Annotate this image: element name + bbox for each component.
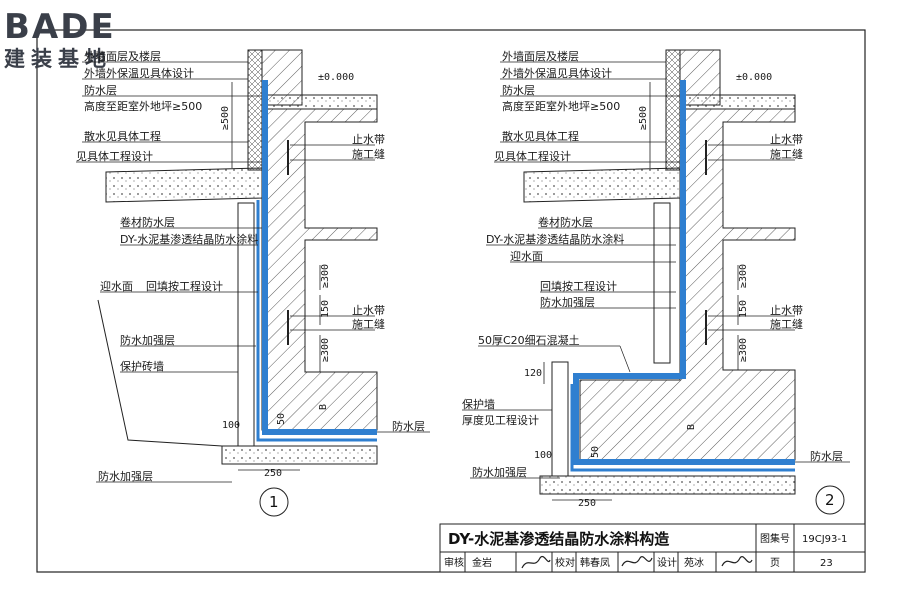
- d2-dim-150: 150: [738, 300, 749, 318]
- d2-label-facade: 外墙面层及楼层: [502, 49, 579, 63]
- d1-insulation: [247, 49, 263, 171]
- detail-1: 外墙面层及楼层 外墙外保温见具体设计 防水层 高度至距室外地坪≥500 散水见具…: [76, 49, 430, 517]
- d2-label-waterproof: 防水层: [502, 83, 535, 97]
- d1-label-waterstop-2: 止水带: [352, 304, 385, 317]
- d1-label-height: 高度至距室外地坪≥500: [84, 99, 202, 113]
- d1-label-joint-2: 施工缝: [352, 317, 385, 331]
- d2-reinforce-layer: [570, 384, 795, 472]
- d1-label-project: 见具体工程设计: [76, 149, 153, 163]
- d2-label-membrane: 卷材防水层: [538, 215, 593, 229]
- d1-label-insulation: 外墙外保温见具体设计: [84, 66, 194, 80]
- d1-label-backfill: 回填按工程设计: [146, 279, 223, 293]
- title-block-review-label: 审核: [444, 556, 464, 569]
- d2-upper-brick: [653, 202, 671, 364]
- d2-waterproof-layer: [573, 80, 795, 465]
- d2-label-apron: 散水见具体工程: [502, 129, 579, 143]
- d2-base-slab: [539, 475, 796, 495]
- d2-dim-100: 100: [534, 450, 552, 461]
- proof-signature: [621, 556, 653, 567]
- title-block-design-name: 苑冰: [684, 556, 704, 569]
- bade-logo: BADE 建装基地: [4, 7, 116, 71]
- d1-dim-250: 250: [264, 468, 282, 479]
- d2-number-circle: [815, 485, 845, 515]
- d2-label-backfill: 回填按工程设计: [540, 279, 617, 293]
- d1-dim-100: 100: [222, 420, 240, 431]
- d2-label-water-face: 迎水面: [510, 250, 543, 263]
- d1-label-facade: 外墙面层及楼层: [84, 49, 161, 63]
- d2-number: 2: [825, 491, 835, 509]
- d1-label-reinforce: 防水加强层: [120, 333, 175, 347]
- title-block-page-no: 23: [820, 558, 833, 569]
- d2-label-insulation: 外墙外保温见具体设计: [502, 66, 612, 80]
- d1-brick-wall: [237, 202, 255, 447]
- d1-reinforce-layer: [256, 200, 377, 442]
- d2-dim-elev: ±0.000: [736, 72, 772, 83]
- d1-label-waterstop-1: 止水带: [352, 133, 385, 146]
- d1-label-waterproof-bottom: 防水层: [392, 419, 425, 433]
- d1-base-slab: [221, 445, 378, 465]
- d1-label-dy-coating: DY-水泥基渗透结晶防水涂料: [120, 232, 258, 246]
- d1-floor-slab: [261, 94, 378, 110]
- d1-dim-300b: ≥300: [320, 338, 331, 362]
- title-block-title: DY-水泥基渗透结晶防水涂料构造: [448, 530, 669, 548]
- d1-dim-500: ≥500: [220, 106, 231, 130]
- title-block-design-label: 设计: [657, 556, 677, 569]
- d2-insulation: [665, 49, 681, 171]
- d2-dim-50: 50: [590, 446, 601, 458]
- title-block-proof-name: 韩春凤: [580, 556, 610, 569]
- logo-subtitle: 建装基地: [4, 47, 112, 71]
- d1-label-brick: 保护砖墙: [120, 359, 164, 373]
- d1-dim-b: B: [318, 404, 329, 410]
- d2-basement-wall: [579, 108, 796, 461]
- d2-dim-300b: ≥300: [738, 338, 749, 362]
- d2-label-height: 高度至距室外地坪≥500: [502, 99, 620, 113]
- design-signature: [721, 556, 753, 567]
- d2-label-reinforce-bottom: 防水加强层: [472, 465, 527, 479]
- d1-dim-50: 50: [276, 413, 287, 425]
- d2-dim-300a: ≥300: [738, 264, 749, 288]
- d2-floor-slab: [679, 94, 796, 110]
- d1-label-water-face: 迎水面: [100, 280, 133, 293]
- d1-label-waterproof: 防水层: [84, 83, 117, 97]
- d1-label-reinforce-bottom: 防水加强层: [98, 469, 153, 483]
- d2-dim-b: B: [686, 424, 697, 430]
- title-block-atlas-label: 图集号: [760, 532, 790, 545]
- d2-label-joint-2: 施工缝: [770, 317, 803, 331]
- d1-number-circle: [259, 487, 289, 517]
- d2-dim-250: 250: [578, 498, 596, 509]
- d1-backfill-line: [97, 299, 223, 447]
- d1-number: 1: [269, 493, 279, 511]
- review-signature: [521, 556, 551, 569]
- d2-dim-120: 120: [524, 368, 542, 379]
- d1-dim-150: 150: [320, 300, 331, 318]
- d2-label-waterproof-bottom: 防水层: [810, 449, 843, 463]
- title-block-page-label: 页: [770, 557, 780, 569]
- d2-apron: [523, 167, 681, 203]
- title-block-review-name: 金岩: [472, 556, 492, 569]
- d2-label-dy-coating: DY-水泥基渗透结晶防水涂料: [486, 232, 624, 246]
- d2-label-reinforce: 防水加强层: [540, 295, 595, 309]
- title-block-proof-label: 校对: [555, 556, 575, 569]
- d2-dim-500: ≥500: [638, 106, 649, 130]
- d2-label-project: 见具体工程设计: [494, 149, 571, 163]
- title-block: DY-水泥基渗透结晶防水涂料构造 图集号 19CJ93-1 审核 金岩 校对 韩…: [439, 523, 866, 573]
- d1-dim-elev: ±0.000: [318, 72, 354, 83]
- d2-label-joint-1: 施工缝: [770, 147, 803, 161]
- d2-label-concrete: 50厚C20细石混凝土: [478, 333, 580, 347]
- d1-dim-300a: ≥300: [320, 264, 331, 288]
- d1-waterproof-layer: [262, 80, 377, 435]
- d1-label-membrane: 卷材防水层: [120, 215, 175, 229]
- d2-label-waterstop-2: 止水带: [770, 304, 803, 317]
- detail-2: 外墙面层及楼层 外墙外保温见具体设计 防水层 高度至距室外地坪≥500 散水见具…: [462, 49, 850, 515]
- d2-label-protect-wall: 保护墙: [462, 397, 495, 411]
- d1-label-joint-1: 施工缝: [352, 147, 385, 161]
- d1-label-apron: 散水见具体工程: [84, 129, 161, 143]
- d2-label-thickness: 厚度见工程设计: [462, 413, 539, 427]
- d1-apron: [105, 167, 263, 203]
- title-block-atlas-no: 19CJ93-1: [802, 534, 847, 545]
- d2-protect-wall: [551, 361, 569, 477]
- logo-brand: BADE: [4, 7, 116, 47]
- d2-label-waterstop-1: 止水带: [770, 133, 803, 146]
